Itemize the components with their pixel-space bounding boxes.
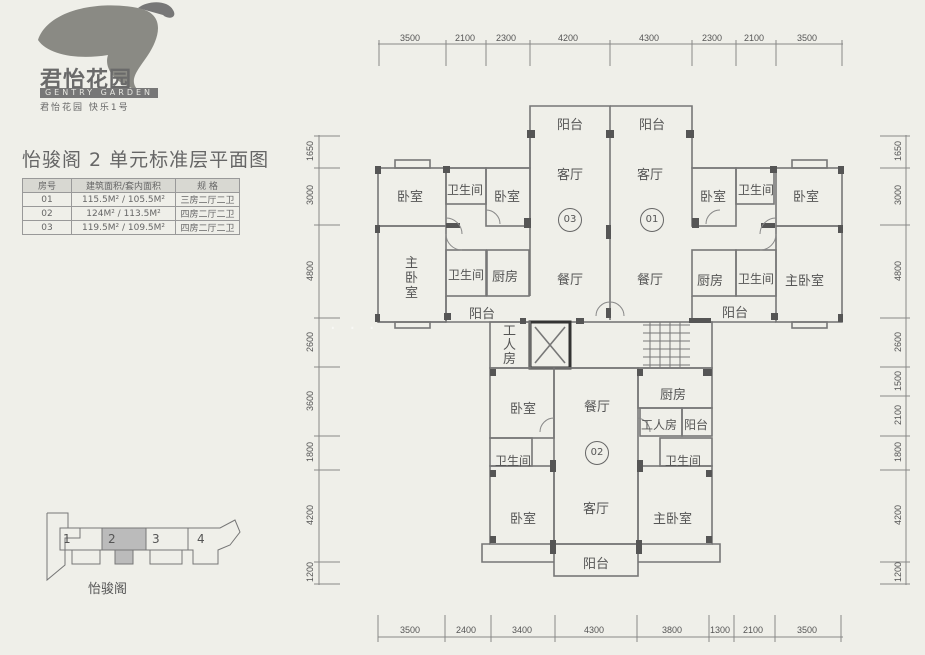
key-plan-unit-highlighted: 2 [108,532,116,546]
dim-bottom: 4300 [584,625,605,635]
room-balcony: 阳台 [557,118,584,133]
room-balcony: 阳台 [583,557,610,572]
dim-right: 2100 [893,404,903,426]
room-bedroom: 卧室 [397,190,424,205]
dim-right: 2600 [893,331,903,353]
room-living: 客厅 [583,502,610,517]
room-kitchen: 厨房 [492,270,519,285]
dim-top: 4300 [639,33,660,43]
dim-right: 4200 [893,504,903,526]
dim-bottom: 3800 [662,625,683,635]
room-kitchen: 厨房 [660,388,687,403]
area-cell: 119.5M² / 109.5M² [71,220,176,235]
room-bathroom: 卫生间 [738,183,775,197]
dim-right: 1200 [893,561,903,583]
room-balcony: 阳台 [469,307,496,322]
table-row: 03 119.5M² / 109.5M² 四房二厅二卫 [22,220,240,235]
dim-left: 1200 [305,561,315,583]
dim-top: 4200 [558,33,579,43]
column-header: 规 格 [175,178,240,193]
column-header: 建筑面积/套内面积 [71,178,176,193]
dim-left: 3000 [305,184,315,206]
room-bedroom: 卧室 [510,402,537,417]
spec-cell: 四房二厅二卫 [175,220,240,235]
room-living: 客厅 [637,168,664,183]
room-bedroom: 卧室 [494,190,521,205]
room-bedroom: 卧室 [510,512,537,527]
key-plan-unit: 4 [197,532,205,546]
unit-number-badge: 02 [585,441,609,465]
dim-left: 1650 [305,140,315,162]
dim-left: 1800 [305,441,315,463]
room-master-bedroom: 主卧室 [653,512,693,527]
dim-right: 3000 [893,184,903,206]
logo-name-en: GENTRY GARDEN [40,88,158,98]
room-bedroom: 卧室 [700,190,727,205]
room-balcony: 阳台 [722,306,749,321]
room-servant: 工人房 [503,324,517,367]
dim-top: 2100 [744,33,765,43]
key-plan-unit: 3 [152,532,160,546]
room-dining: 餐厅 [584,400,611,415]
dim-bottom: 2400 [456,625,477,635]
key-plan-caption: 怡骏阁 [88,582,128,597]
room-dining: 餐厅 [557,273,584,288]
logo-tagline: 君怡花园 快乐1号 [40,103,130,113]
room-bedroom: 卧室 [793,190,820,205]
dim-top: 3500 [400,33,421,43]
dim-bottom: 3500 [797,625,818,635]
room-bathroom: 卫生间 [738,272,775,286]
leaf-logo-icon [38,2,175,90]
room-bathroom: 卫生间 [495,454,532,468]
page-title: 怡骏阁 2 单元标准层平面图 [22,149,270,171]
dim-left: 4800 [305,260,315,282]
dim-top: 3500 [797,33,818,43]
dim-left: 3600 [305,390,315,412]
dim-left: 2600 [305,331,315,353]
table-header-row: 房号 建筑面积/套内面积 规 格 [22,178,240,193]
logo: 君怡花园 GENTRY GARDEN 君怡花园 快乐1号 [18,0,198,115]
dim-left: 4200 [305,504,315,526]
room-living: 客厅 [557,168,584,183]
table-row: 01 115.5M² / 105.5M² 三房二厅二卫 [22,192,240,207]
room-master-bedroom: 主卧室 [405,256,419,301]
dim-right: 1650 [893,140,903,162]
key-plan-unit: 1 [63,532,71,546]
watermark: · · · [330,318,379,339]
area-table: 房号 建筑面积/套内面积 规 格 01 115.5M² / 105.5M² 三房… [22,178,240,235]
dim-bottom: 2100 [743,625,764,635]
dim-bottom: 3400 [512,625,533,635]
room-balcony: 阳台 [684,418,709,432]
room-dining: 餐厅 [637,273,664,288]
room-kitchen: 厨房 [697,274,724,289]
room-bathroom: 卫生间 [665,454,702,468]
room-master-bedroom: 主卧室 [785,274,825,289]
room-balcony: 阳台 [639,118,666,133]
unit-number-badge: 01 [640,208,664,232]
dim-top: 2300 [496,33,517,43]
dim-right: 4800 [893,260,903,282]
dim-bottom: 3500 [400,625,421,635]
unit-number-badge: 03 [558,208,582,232]
room-bathroom: 卫生间 [448,268,485,282]
column-header: 房号 [22,178,72,193]
dim-top: 2100 [455,33,476,43]
dim-right: 1800 [893,441,903,463]
room-bathroom: 卫生间 [447,183,484,197]
dim-top: 2300 [702,33,723,43]
dim-bottom: 1300 [710,625,731,635]
room-servant: 工人房 [641,418,678,432]
